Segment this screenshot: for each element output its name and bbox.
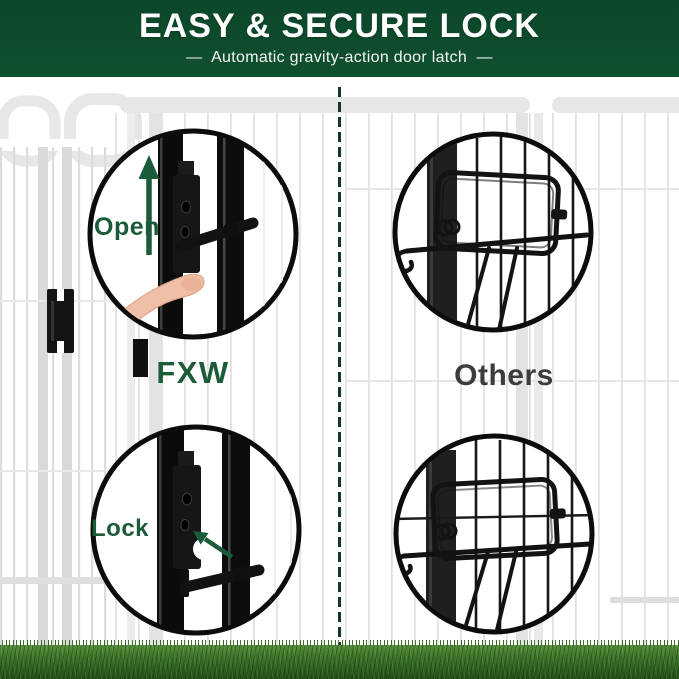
callout-others-bottom <box>392 432 596 636</box>
lock-label: Lock <box>91 515 150 542</box>
grass-strip <box>0 640 679 679</box>
lock-diagonal-arrow-icon <box>193 531 234 559</box>
fence-post-band <box>38 147 48 645</box>
fence-top-rail-right <box>552 97 679 113</box>
gravity-latch-locked <box>173 451 265 597</box>
callout-fxw-lock: Lock <box>89 423 303 637</box>
post-highlight <box>160 133 163 335</box>
wire-fence-bars <box>475 136 575 328</box>
fxw-lock-photo <box>90 424 302 636</box>
competitor-label-others: Others <box>454 359 554 392</box>
wire-loop-latch <box>397 170 589 328</box>
fence-post-band <box>127 113 135 645</box>
post-highlight <box>429 450 432 630</box>
fence-post-band <box>62 147 72 645</box>
others-bottom-latch-photo <box>393 433 595 635</box>
fence-horizontal-wire <box>345 380 679 382</box>
gravity-latch-open <box>173 161 259 273</box>
fence-top-rail-left <box>120 97 530 113</box>
others-top-latch-photo <box>392 131 594 333</box>
wire-fence-bars <box>474 440 574 630</box>
banner-title: EASY & SECURE LOCK <box>139 7 540 45</box>
open-up-arrow-icon <box>138 155 160 255</box>
fence-post-band <box>534 113 543 645</box>
brand-label-fxw: FXW <box>156 355 230 390</box>
banner: EASY & SECURE LOCK — Automatic gravity-a… <box>0 0 679 77</box>
fence-bottom-rail-right <box>610 597 679 603</box>
gate-hinge <box>47 289 74 353</box>
open-label: Open <box>94 213 160 241</box>
post-highlight <box>430 144 433 328</box>
fxw-open-photo <box>87 128 299 340</box>
fence-bottom-rail-left <box>0 577 120 584</box>
callout-ring <box>392 131 594 333</box>
post-highlight <box>228 429 231 631</box>
callout-others-top <box>391 130 595 334</box>
gate-post-right <box>222 429 250 631</box>
callout-fxw-open: Open <box>86 127 300 341</box>
wire-loop-latch <box>398 476 590 630</box>
gate-post-segment <box>133 339 148 377</box>
fence-horizontal-wire <box>0 470 118 472</box>
fence-scene: Open <box>0 77 679 679</box>
banner-subtitle: — Automatic gravity-action door latch — <box>186 49 493 66</box>
center-dashed-divider <box>338 87 341 647</box>
callout-ring <box>393 433 595 635</box>
post-highlight <box>159 429 162 631</box>
